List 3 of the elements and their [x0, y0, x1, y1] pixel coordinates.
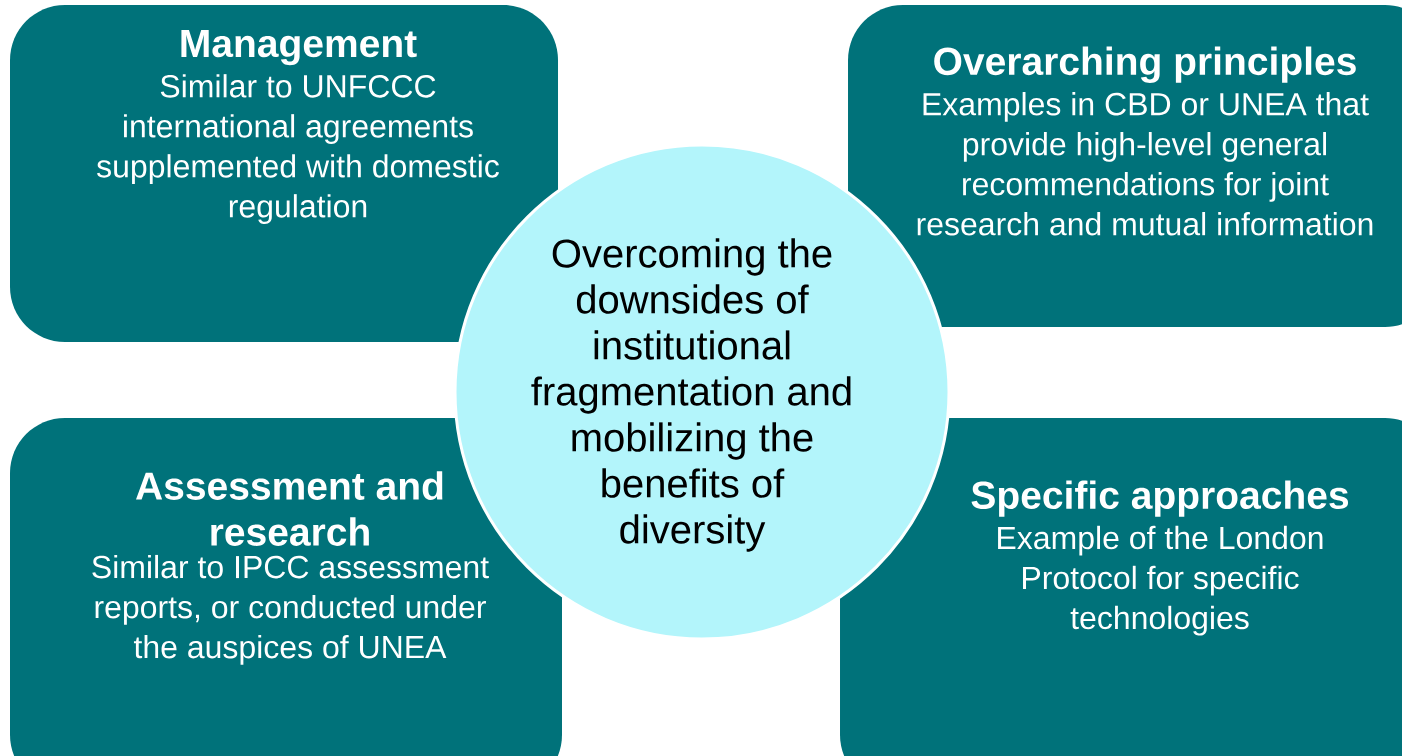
process-box: Assessment and research Similar to IPCC assessment reports, or conducted under the auspices of UNEA — [10, 418, 562, 756]
process-box: Overarching principles Examples in CBD or UNEA that provide high-level general recommendations for joint research and mutual information — [848, 5, 1402, 327]
process-box: Specific approaches Example of the London Protocol for specific technologies — [840, 418, 1402, 756]
